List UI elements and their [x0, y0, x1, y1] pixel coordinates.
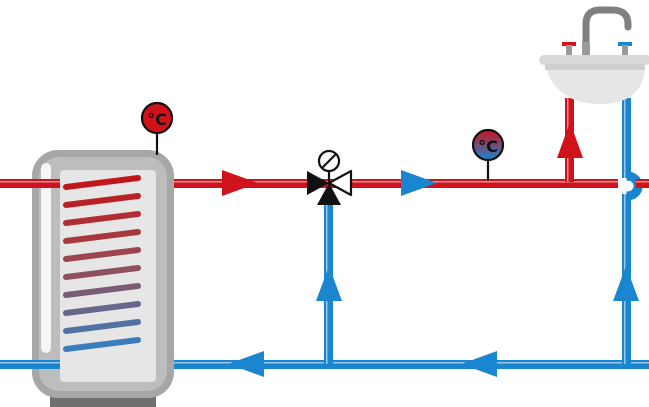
heating-coil — [63, 175, 141, 352]
mixed-thermometer-unit: °C — [478, 137, 498, 156]
thermometer-hot-icon: °C — [140, 101, 174, 155]
cold-return-from-sink — [622, 98, 643, 364]
hot-flow-arrow-up — [557, 122, 583, 158]
cold-flow-arrow-up-valve — [316, 266, 342, 301]
thermometer-mixed-icon: °C — [471, 128, 505, 181]
mixed-flow-arrow — [401, 170, 437, 196]
storage-tank-icon — [0, 150, 174, 407]
cold-flow-arrow-left-1 — [461, 351, 497, 377]
faucet-icon — [582, 6, 632, 52]
three-way-mixing-valve-icon — [307, 149, 353, 205]
hot-flow-arrow-1 — [222, 170, 258, 196]
cold-flow-arrow-left-2 — [228, 351, 264, 377]
cold-flow-arrow-up-sink — [613, 266, 639, 301]
hot-thermometer-unit: °C — [147, 110, 167, 129]
sink-icon — [539, 6, 649, 104]
